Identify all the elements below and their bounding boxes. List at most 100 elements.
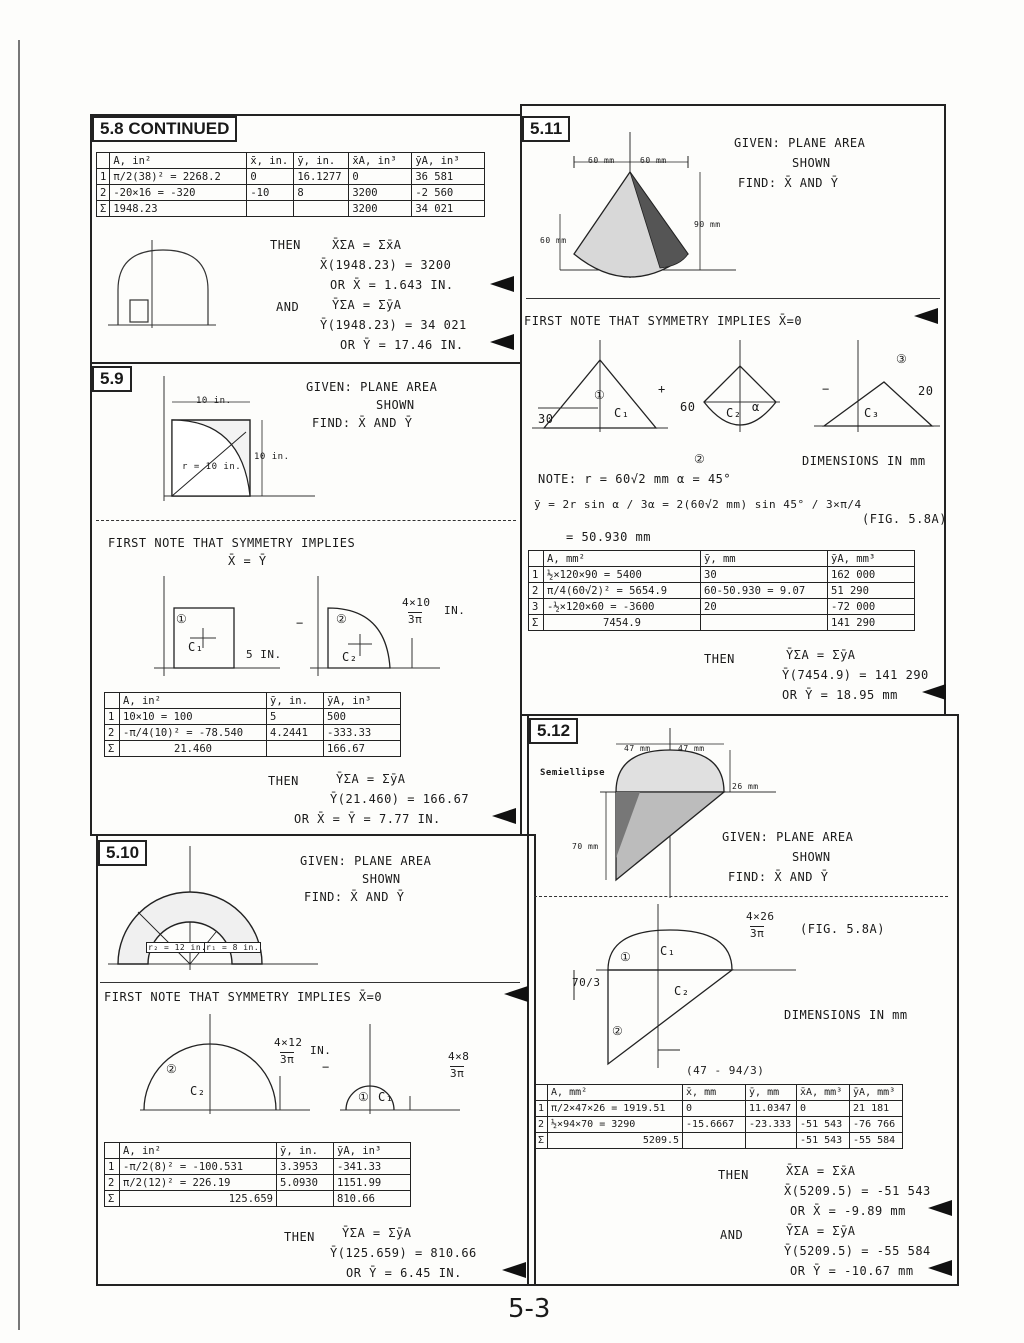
table-cell (104, 692, 120, 709)
dimension-label: 70/3 (572, 976, 601, 989)
table-header-row: A, in² ȳ, in. ȳA, in³ (104, 692, 401, 709)
dimension-label: 70 mm (572, 842, 599, 851)
table-cell (266, 740, 324, 757)
table-cell: A, in² (109, 152, 248, 169)
minus-sign: − (296, 616, 304, 630)
item-number: ① (176, 612, 188, 626)
table-cell: 16.1277 (293, 168, 350, 185)
centroid-label: C₃ (864, 406, 880, 420)
radius-label: r₁ = 8 in. (204, 942, 262, 953)
dimension-label: 5 IN. (246, 648, 282, 661)
table-row: Σ 7454.9 141 290 (528, 614, 915, 631)
table-cell: Σ (104, 740, 120, 757)
table-cell: π/2×47×26 = 1919.51 (547, 1100, 684, 1117)
table-cell: ȳA, in³ (333, 1142, 411, 1159)
equation: OR Ȳ = 6.45 IN. (346, 1266, 462, 1280)
fraction-numerator: 4×8 (448, 1050, 470, 1063)
table-cell: ȳ, mm (700, 550, 828, 567)
problem-header: 5.12 (529, 718, 579, 744)
table-cell: 3200 (348, 184, 413, 201)
table-cell: -51 543 (796, 1116, 851, 1133)
equation: OR Ȳ = 18.95 mm (782, 688, 898, 702)
then-label: THEN (268, 774, 299, 788)
shown-text: SHOWN (792, 850, 831, 864)
centroid-label: C₂ (674, 984, 690, 998)
table-cell: 1948.23 (109, 200, 248, 217)
table-cell: ½×94×70 = 3290 (547, 1116, 684, 1133)
table-row: 1 -π/2(8)² = -100.531 3.3953 -341.33 (104, 1158, 411, 1175)
table-cell: ½×120×90 = 5400 (543, 566, 701, 583)
and-label: AND (720, 1228, 744, 1242)
table-cell: 3 (528, 598, 544, 615)
table-cell: 125.659 (119, 1190, 277, 1207)
dimensions-note: DIMENSIONS IN mm (784, 1008, 908, 1022)
radius-note: NOTE: r = 60√2 mm α = 45° (538, 472, 732, 486)
answer-pointer (490, 334, 514, 350)
shown-text: SHOWN (792, 156, 831, 170)
fraction-numerator: 4×26 (746, 910, 775, 923)
table-row: 2 -20×16 = -320 -10 8 3200 -2 560 (95, 184, 486, 201)
ybar-value: = 50.930 mm (566, 530, 651, 544)
table-cell: ȳA, mm³ (849, 1084, 904, 1101)
panel-5-12 (527, 714, 959, 1286)
table-cell: 166.67 (323, 740, 401, 757)
answer-pointer (502, 1262, 526, 1278)
table-row: 2 ½×94×70 = 3290 -15.6667 -23.333 -51 54… (533, 1116, 904, 1133)
item-number: ① (594, 388, 606, 402)
table-cell: 21 181 (849, 1100, 904, 1117)
dimension-label: 30 (538, 412, 554, 426)
given-text: GIVEN: PLANE AREA (300, 854, 432, 868)
centroid-table: A, mm² x̄, mm ȳ, mm x̄A, mm³ ȳA, mm³ 1 π… (533, 1084, 904, 1149)
table-cell (533, 1084, 549, 1101)
table-cell: -2 560 (411, 184, 486, 201)
find-text: FIND: X̄ AND Ȳ (728, 870, 829, 884)
table-cell (745, 1132, 798, 1149)
table-cell: x̄, mm (682, 1084, 747, 1101)
table-cell: 2 (528, 582, 544, 599)
table-cell (293, 200, 350, 217)
radius-label: r₂ = 12 in. (146, 942, 209, 953)
decomposition-figure (573, 904, 796, 1068)
centroid-label: C₁ (188, 640, 204, 654)
table-cell: ȳ, in. (276, 1142, 334, 1159)
equation: X̄(5209.5) = -51 543 (784, 1184, 931, 1198)
centroid-label: C₁ (378, 1090, 394, 1104)
table-cell: -76 766 (849, 1116, 904, 1133)
find-text: FIND: X̄ AND Ȳ (312, 416, 413, 430)
answer-pointer (914, 308, 938, 324)
table-cell: 2 (95, 184, 111, 201)
equation: OR X̄ = 1.643 IN. (330, 278, 454, 292)
table-cell: ȳ, in. (266, 692, 324, 709)
table-row: Σ 21.460 166.67 (104, 740, 401, 757)
table-cell: 51 290 (827, 582, 915, 599)
table-cell: Σ (95, 200, 111, 217)
table-cell: -23.333 (745, 1116, 798, 1133)
table-cell (276, 1190, 334, 1207)
dimension-label: (47 - 94/3) (686, 1064, 765, 1077)
centroid-label: C₂ (342, 650, 358, 664)
table-cell: 21.460 (119, 740, 267, 757)
table-row: Σ 1948.23 3200 34 021 (95, 200, 486, 217)
table-cell: ȳ, in. (293, 152, 350, 169)
symmetry-equation: X̄ = Ȳ (228, 554, 267, 568)
table-cell: ȳA, in³ (323, 692, 401, 709)
shape-label: Semiellipse (540, 768, 606, 778)
centroid-label: C₂ (726, 406, 742, 420)
given-text: GIVEN: PLANE AREA (306, 380, 438, 394)
table-row: 2 π/2(12)² = 226.19 5.0930 1151.99 (104, 1174, 411, 1191)
and-label: AND (276, 300, 300, 314)
table-row: 1 ½×120×90 = 5400 30 162 000 (528, 566, 915, 583)
then-label: THEN (284, 1230, 315, 1244)
semiellipse-triangle-figure (600, 728, 776, 898)
centroid-table: A, in² ȳ, in. ȳA, in³ 1 -π/2(8)² = -100.… (104, 1142, 411, 1207)
table-cell: π/2(38)² = 2268.2 (109, 168, 248, 185)
equation: X̄ΣA = Σx̄A (332, 238, 402, 252)
centroid-label: C₁ (660, 944, 676, 958)
table-row: 3 -½×120×60 = -3600 20 -72 000 (528, 598, 915, 615)
table-cell: x̄, in. (246, 152, 295, 169)
table-cell: 0 (348, 168, 413, 185)
table-cell: -π/2(8)² = -100.531 (119, 1158, 277, 1175)
table-header-row: A, mm² x̄, mm ȳ, mm x̄A, mm³ ȳA, mm³ (533, 1084, 904, 1101)
table-cell: ȳA, mm³ (827, 550, 915, 567)
table-cell: -½×120×60 = -3600 (543, 598, 701, 615)
